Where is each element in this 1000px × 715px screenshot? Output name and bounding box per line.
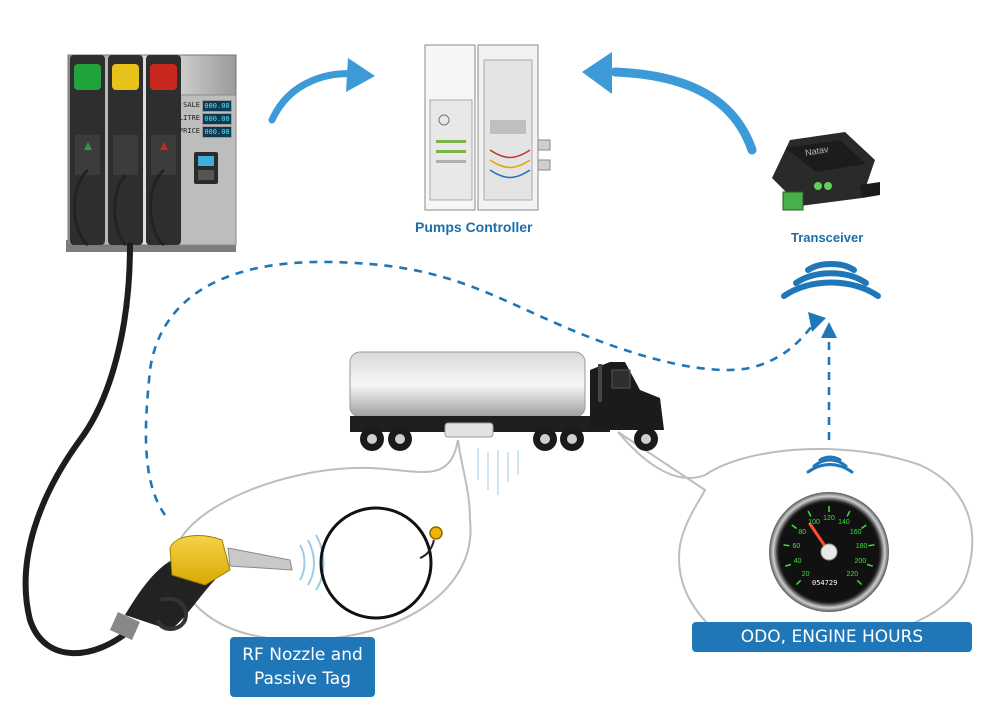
truck-wheel bbox=[360, 427, 384, 451]
speedo-tick-label: 80 bbox=[798, 528, 807, 536]
speedo-tick-mark bbox=[807, 510, 812, 517]
speedo-tick-mark bbox=[846, 510, 851, 517]
speedo-tick-label: 40 bbox=[793, 558, 802, 566]
speedo-tick-label: 200 bbox=[854, 558, 867, 566]
fuel-hose bbox=[22, 242, 133, 657]
fuel-nozzle bbox=[110, 535, 293, 640]
pump-price-label: PRICE bbox=[178, 127, 200, 135]
speedo-tick-mark bbox=[866, 563, 873, 567]
pumps-controller-device bbox=[424, 44, 551, 211]
speedo-tick-mark bbox=[860, 524, 867, 530]
passive-tag bbox=[319, 506, 443, 620]
odo-bubble bbox=[617, 431, 974, 642]
speedo-tick-label: 100 bbox=[808, 518, 820, 526]
speedo-tick-label: 60 bbox=[792, 542, 801, 550]
truck-wheel bbox=[560, 427, 584, 451]
speedo-tick-label: 20 bbox=[801, 571, 810, 579]
speedo-tick-label: 140 bbox=[838, 518, 850, 526]
pumps-controller-label: Pumps Controller bbox=[415, 219, 533, 235]
pump-litre-value: 000.00 bbox=[202, 113, 232, 125]
pump-price-value: 000.00 bbox=[202, 126, 232, 138]
arrow-transceiver-to-controller bbox=[582, 52, 757, 155]
odo-engine-hours-label: ODO, ENGINE HOURS bbox=[740, 627, 924, 647]
transceiver-label: Transceiver bbox=[791, 230, 864, 245]
speedo-tick-mark bbox=[868, 544, 875, 547]
speedo-tick-mark bbox=[791, 524, 798, 530]
pump-indicator-light bbox=[150, 64, 177, 90]
speedo-tick-mark bbox=[795, 579, 802, 586]
truck-wheel bbox=[533, 427, 557, 451]
transceiver-device bbox=[772, 132, 880, 211]
pump-indicator-light bbox=[74, 64, 101, 90]
speedo-tick-label: 120 bbox=[823, 515, 835, 522]
pump-litre-label: LITRE bbox=[178, 114, 200, 122]
odo-engine-hours-badge: ODO, ENGINE HOURS bbox=[692, 622, 972, 652]
rf-nozzle-passive-tag-badge: RF Nozzle and Passive Tag bbox=[230, 637, 375, 697]
truck bbox=[349, 351, 664, 451]
speedo-tick-mark bbox=[856, 579, 863, 586]
pump-sale-value: 000.00 bbox=[202, 100, 232, 112]
truck-wheel bbox=[388, 427, 412, 451]
speedo-tick-label: 160 bbox=[849, 528, 862, 536]
speedo-tick-mark bbox=[783, 544, 790, 547]
nozzle-rf-waves-icon bbox=[299, 534, 325, 591]
dashed-path-odo-to-transceiver bbox=[821, 322, 837, 440]
odo-wireless-icon bbox=[806, 455, 854, 474]
rf-nozzle-label-line2: Passive Tag bbox=[253, 669, 352, 689]
truck-rf-waves-icon bbox=[477, 448, 519, 495]
transceiver-wireless-icon bbox=[781, 261, 881, 299]
speedometer-gauge bbox=[769, 492, 889, 612]
pump-sale-label: SALE bbox=[183, 101, 200, 109]
fuel-dispenser bbox=[66, 54, 237, 252]
rf-nozzle-label-line1: RF Nozzle and bbox=[242, 645, 363, 665]
arrow-pump-to-controller bbox=[268, 58, 375, 124]
speedo-tick-mark bbox=[785, 563, 792, 567]
speedo-tick-label: 180 bbox=[855, 542, 868, 550]
odometer-reading: 054729 bbox=[812, 579, 838, 587]
truck-wheel bbox=[634, 427, 658, 451]
pump-indicator-light bbox=[112, 64, 139, 90]
speedo-tick-label: 220 bbox=[846, 571, 859, 579]
pump-display: SALE 000.00 LITRE 000.00 PRICE 000.00 bbox=[178, 100, 236, 140]
dashed-path-nozzle-to-transceiver bbox=[144, 260, 826, 516]
